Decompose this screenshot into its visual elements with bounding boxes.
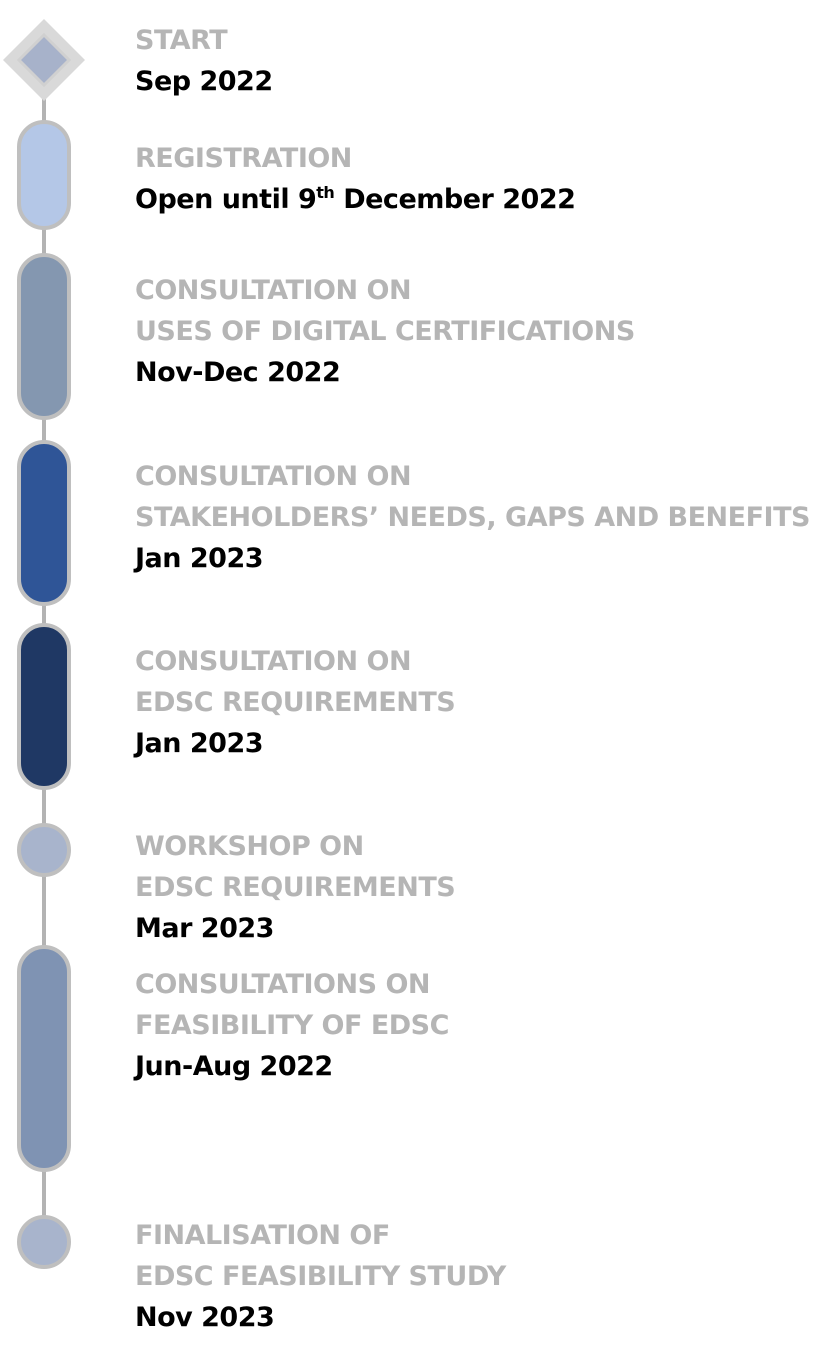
milestone-label-consultation-needs: CONSULTATION ON STAKEHOLDERS’ NEEDS, GAPS… (135, 456, 810, 579)
milestone-date: Jan 2023 (135, 543, 264, 574)
milestone-marker-registration (17, 120, 71, 230)
milestone-label-registration: REGISTRATION Open until 9th December 2022 (135, 138, 576, 220)
milestone-title: CONSULTATIONS ON (135, 969, 430, 1000)
milestone-title: EDSC REQUIREMENTS (135, 872, 456, 903)
milestone-title: USES OF DIGITAL CERTIFICATIONS (135, 316, 635, 347)
milestone-date: Jan 2023 (135, 728, 264, 759)
milestone-date: Sep 2022 (135, 66, 273, 97)
milestone-marker-finalisation (17, 1215, 71, 1269)
milestone-title: START (135, 25, 228, 56)
milestone-date-suffix: December 2022 (334, 184, 576, 215)
milestone-date-ordinal: th (316, 183, 335, 202)
milestone-label-finalisation: FINALISATION OF EDSC FEASIBILITY STUDY Nov… (135, 1215, 506, 1338)
milestone-date: Nov 2023 (135, 1302, 275, 1333)
milestone-title: CONSULTATION ON (135, 646, 412, 677)
milestone-date: Nov-Dec 2022 (135, 357, 341, 388)
milestone-date: Jun-Aug 2022 (135, 1051, 333, 1082)
milestone-date: Open until 9th December 2022 (135, 179, 576, 220)
milestone-label-workshop-requirements: WORKSHOP ON EDSC REQUIREMENTS Mar 2023 (135, 826, 456, 949)
milestone-date-prefix: Open until 9 (135, 184, 317, 215)
milestone-title: CONSULTATION ON (135, 275, 412, 306)
milestone-title: EDSC FEASIBILITY STUDY (135, 1261, 506, 1292)
milestone-label-consultation-requirements: CONSULTATION ON EDSC REQUIREMENTS Jan 2023 (135, 641, 456, 764)
milestone-marker-start (16, 32, 72, 88)
milestone-title: WORKSHOP ON (135, 831, 364, 862)
milestone-marker-workshop-requirements (17, 823, 71, 877)
milestone-marker-consultation-needs (17, 440, 71, 606)
milestone-label-start: START Sep 2022 (135, 20, 273, 102)
milestone-marker-consultations-feasibility (17, 945, 71, 1172)
milestone-title: FINALISATION OF (135, 1220, 390, 1251)
milestone-marker-consultation-uses (17, 253, 71, 420)
milestone-title: CONSULTATION ON (135, 461, 412, 492)
milestone-label-consultations-feasibility: CONSULTATIONS ON FEASIBILITY OF EDSC Jun-A… (135, 964, 449, 1087)
milestone-label-consultation-uses: CONSULTATION ON USES OF DIGITAL CERTIFICA… (135, 270, 635, 393)
timeline-markers (3, 19, 85, 1269)
milestone-title: FEASIBILITY OF EDSC (135, 1010, 449, 1041)
milestone-title: STAKEHOLDERS’ NEEDS, GAPS AND BENEFITS (135, 502, 810, 533)
milestone-title: EDSC REQUIREMENTS (135, 687, 456, 718)
milestone-date: Mar 2023 (135, 913, 274, 944)
milestone-marker-consultation-requirements (17, 623, 71, 790)
milestone-title: REGISTRATION (135, 143, 352, 174)
